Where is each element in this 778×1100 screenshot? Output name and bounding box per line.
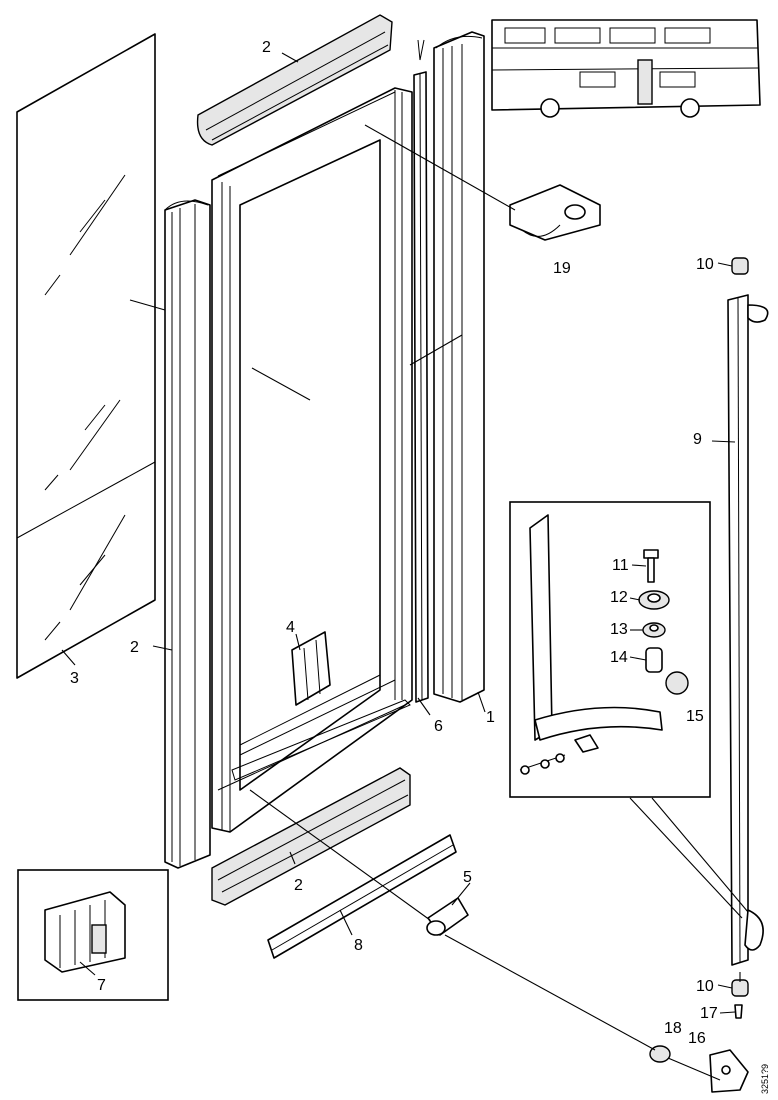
detail-inset-box bbox=[509, 501, 711, 798]
callout-1: 1 bbox=[486, 709, 495, 726]
detail-inset-box-part-7 bbox=[17, 869, 169, 1001]
screw-part-17 bbox=[734, 1004, 743, 1019]
callout-2-left: 2 bbox=[130, 639, 139, 656]
callout-13: 13 bbox=[610, 621, 628, 638]
callout-2-bottom: 2 bbox=[294, 877, 303, 894]
callout-14: 14 bbox=[610, 649, 628, 666]
callout-2-top: 2 bbox=[262, 39, 271, 56]
bracket-part-19 bbox=[509, 184, 601, 241]
callout-4: 4 bbox=[286, 619, 295, 636]
vertical-seal-part-1 bbox=[433, 31, 485, 703]
nut-part-13 bbox=[642, 622, 666, 638]
bracket-part-4 bbox=[291, 631, 331, 706]
hinge-plate-part-16 bbox=[709, 1049, 749, 1093]
gasket-strip-part-6 bbox=[413, 39, 429, 703]
hinge-part-5 bbox=[426, 897, 469, 936]
glass-pane-part-3 bbox=[16, 33, 156, 679]
cap-part-10-top bbox=[731, 257, 749, 275]
handle-rod-part-9 bbox=[727, 294, 769, 966]
vertical-profile-part-2-left bbox=[164, 199, 211, 869]
washer-part-12 bbox=[638, 590, 670, 610]
bushing-part-14 bbox=[645, 647, 663, 673]
strip-part-8 bbox=[267, 834, 457, 959]
callout-leaders bbox=[61, 52, 736, 1014]
callout-6: 6 bbox=[434, 718, 443, 735]
callout-7: 7 bbox=[97, 977, 106, 994]
knob-part-15 bbox=[665, 671, 689, 695]
bus-illustration bbox=[491, 19, 761, 118]
callout-9: 9 bbox=[693, 431, 702, 448]
callout-19: 19 bbox=[553, 260, 571, 277]
callout-12: 12 bbox=[610, 589, 628, 606]
callout-8: 8 bbox=[354, 937, 363, 954]
callout-5: 5 bbox=[463, 869, 472, 886]
top-profile-part-2 bbox=[196, 14, 393, 146]
bolt-part-11 bbox=[643, 549, 659, 583]
drawing-number: 3251?9 bbox=[760, 1064, 770, 1094]
leader-lines bbox=[129, 124, 749, 1081]
callout-11: 11 bbox=[612, 557, 629, 574]
cap-part-10-bottom bbox=[731, 979, 749, 997]
callout-18: 18 bbox=[664, 1020, 682, 1037]
callout-10-top: 10 bbox=[696, 256, 714, 273]
bottom-profile-part-2 bbox=[211, 767, 411, 906]
callout-16: 16 bbox=[688, 1030, 706, 1047]
callout-3: 3 bbox=[70, 670, 79, 687]
callout-17: 17 bbox=[700, 1005, 718, 1022]
callout-10-bottom: 10 bbox=[696, 978, 714, 995]
callout-15: 15 bbox=[686, 708, 704, 725]
callout-labels: 1 2 2 2 3 4 5 6 7 8 9 10 10 11 12 13 14 … bbox=[70, 39, 718, 1047]
door-frame-assembly bbox=[211, 87, 413, 833]
